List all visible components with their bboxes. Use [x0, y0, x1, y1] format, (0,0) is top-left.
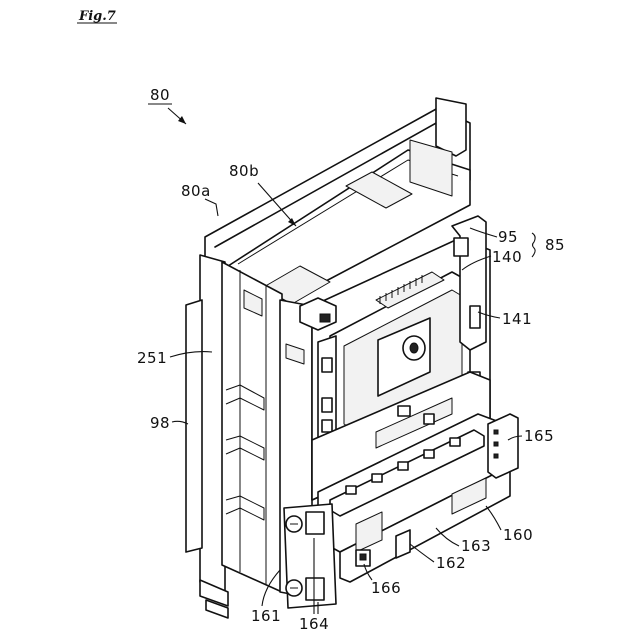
lower-board-chip-2: [424, 414, 434, 424]
bracket-clip-1: [454, 238, 468, 256]
label-164: 164: [299, 615, 329, 633]
bracket-clip-2: [470, 306, 480, 328]
connector-pin-1: [494, 430, 498, 434]
board-plate-corner: [300, 298, 336, 330]
label-140: 140: [492, 248, 522, 266]
label-166: 166: [371, 579, 401, 597]
connector-pin-2: [494, 442, 498, 446]
board-knob-center: [410, 343, 418, 353]
board-plate-corner-mark: [320, 314, 330, 322]
label-162: 162: [436, 554, 466, 572]
brace-85: [532, 233, 535, 257]
label-251: 251: [137, 349, 167, 367]
label-160-leader: [486, 506, 501, 530]
label-163: 163: [461, 537, 491, 555]
connector-board-165: [488, 414, 518, 478]
board-side-component-3: [322, 420, 332, 432]
switch-164-lower: [306, 578, 324, 600]
lower-board-chip-1: [398, 406, 410, 416]
label-162-leader: [410, 544, 434, 562]
label-80: 80: [150, 86, 170, 104]
label-80-arrowhead: [178, 116, 186, 124]
figure-title: Fig.7: [78, 9, 116, 24]
label-141: 141: [502, 310, 532, 328]
label-161: 161: [251, 607, 281, 625]
rear-frame-tab: [436, 98, 466, 156]
connector-166-detail: [360, 554, 366, 560]
label-80a-leader: [205, 199, 218, 216]
label-95: 95: [498, 228, 518, 246]
board-side-component-1: [322, 358, 332, 372]
label-80b: 80b: [229, 162, 259, 180]
label-160: 160: [503, 526, 533, 544]
board-side-component-2: [322, 398, 332, 412]
label-85: 85: [545, 236, 565, 254]
label-98: 98: [150, 414, 170, 432]
back-frame-flange: [186, 300, 202, 552]
connector-pin-3: [494, 454, 498, 458]
label-165: 165: [524, 427, 554, 445]
label-80a: 80a: [181, 182, 211, 200]
switch-164-upper: [306, 512, 324, 534]
